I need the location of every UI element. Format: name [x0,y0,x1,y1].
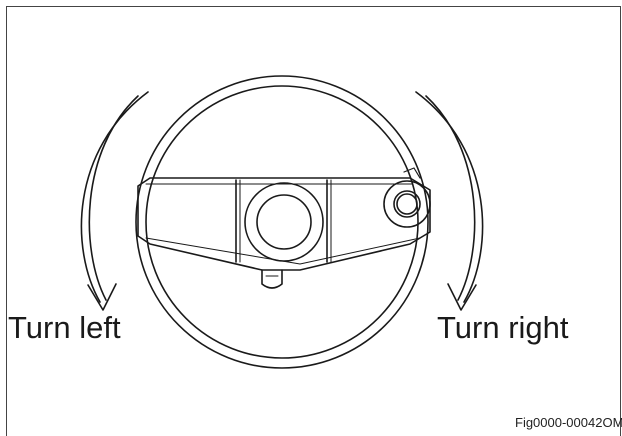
turn-right-label: Turn right [437,310,569,345]
turn-right-arrow-inner [425,95,476,301]
wheel-spoke-bar [137,177,431,271]
wheel-outer-rim [135,75,429,369]
turn-left-arrow-outer [80,91,149,303]
turn-right-arrow-outer [415,91,484,303]
wheel-hub-outer [244,182,324,262]
figure-frame [6,6,621,436]
turn-left-label: Turn left [8,310,121,345]
wheel-shaft-stub [261,269,283,289]
wheel-hub-inner [256,194,312,250]
wheel-inner-rim [145,85,419,359]
turn-right-arrow-head [447,283,477,311]
crank-knob-inner [396,193,418,215]
crank-knob-outer [383,180,431,228]
turn-left-arrow-inner [88,95,139,301]
crank-knob-mid [393,190,421,218]
figure-id: Fig0000-00042OM [515,415,622,430]
turn-left-arrow-head [87,283,117,311]
